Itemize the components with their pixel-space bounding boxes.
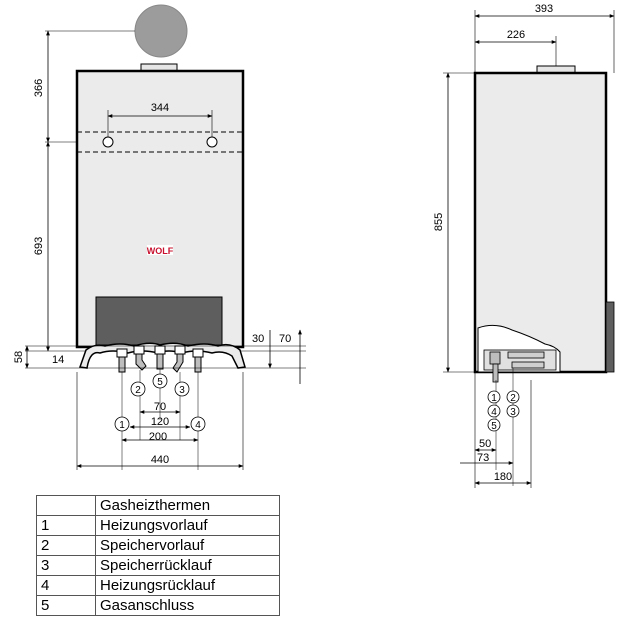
front-marker-3: 3	[174, 381, 190, 397]
legend-label: Heizungsvorlauf	[95, 515, 280, 536]
legend-number: 2	[36, 535, 96, 556]
svg-text:3: 3	[179, 385, 185, 396]
svg-text:4: 4	[195, 420, 201, 431]
mounting-hole-right	[206, 136, 218, 148]
legend-row: 3 Speicherrücklauf	[36, 555, 280, 576]
legend-label: Speichervorlauf	[95, 535, 280, 556]
svg-text:2: 2	[135, 385, 141, 396]
dim-right-30: 30	[252, 333, 264, 345]
legend-label: Gasanschluss	[95, 595, 280, 616]
flue-pipe-front	[134, 4, 188, 58]
side-marker-5: 5	[487, 418, 501, 432]
legend-number: 3	[36, 555, 96, 576]
wolf-logo: WOLF	[147, 246, 174, 256]
svg-text:1: 1	[491, 393, 497, 404]
dim-73: 73	[477, 452, 489, 464]
legend-label: Speicherrücklauf	[95, 555, 280, 576]
legend-row: 4 Heizungsrücklauf	[36, 575, 280, 596]
dim-conn-70: 70	[154, 401, 166, 413]
wall-plate	[605, 301, 615, 373]
side-marker-3: 3	[506, 404, 520, 418]
mounting-hole-left	[102, 136, 114, 148]
side-marker-4: 4	[487, 404, 501, 418]
dim-conn-120: 120	[151, 416, 169, 428]
legend-number: 5	[36, 595, 96, 616]
control-panel	[95, 296, 223, 346]
legend-header-blank	[36, 495, 96, 516]
svg-text:2: 2	[510, 393, 516, 404]
side-view: 1 4 5 2 3 393 226 855	[433, 3, 615, 488]
front-marker-4: 4	[190, 416, 206, 432]
side-marker-1: 1	[487, 390, 501, 404]
front-marker-5: 5	[152, 373, 168, 389]
front-marker-1: 1	[114, 416, 130, 432]
dim-bottom-small: 14	[52, 354, 64, 366]
connection-pipes	[116, 345, 204, 373]
dim-flue: 226	[507, 29, 525, 41]
legend-number: 1	[36, 515, 96, 536]
front-view: 344 WOLF	[13, 4, 306, 470]
logo-badge	[147, 245, 173, 255]
hydraulic-block	[483, 349, 557, 383]
dim-50: 50	[479, 438, 491, 450]
front-marker-2: 2	[130, 381, 146, 397]
dim-height: 855	[433, 213, 445, 231]
svg-text:5: 5	[491, 421, 497, 432]
legend-header: Gasheizthermen	[95, 495, 280, 516]
legend-number: 4	[36, 575, 96, 596]
dim-top-clearance: 366	[33, 79, 45, 97]
dim-width: 440	[151, 454, 169, 466]
dim-180: 180	[494, 471, 512, 483]
legend-header-row: Gasheizthermen	[36, 495, 280, 516]
dim-conn-200: 200	[149, 431, 167, 443]
legend-label: Heizungsrücklauf	[95, 575, 280, 596]
dim-depth: 393	[535, 3, 553, 15]
legend-row: 5 Gasanschluss	[36, 595, 280, 616]
dim-bottom-offset: 58	[13, 351, 25, 363]
svg-text:3: 3	[510, 407, 516, 418]
legend-row: 1 Heizungsvorlauf	[36, 515, 280, 536]
dim-mount-spacing: 344	[151, 102, 169, 114]
legend-row: 2 Speichervorlauf	[36, 535, 280, 556]
dim-mount-height: 693	[33, 237, 45, 255]
svg-text:5: 5	[157, 377, 163, 388]
legend-table: Gasheizthermen 1 Heizungsvorlauf 2 Speic…	[36, 495, 280, 616]
svg-text:1: 1	[119, 420, 125, 431]
dim-right-70: 70	[279, 333, 291, 345]
technical-drawing: 344 WOLF	[13, 3, 615, 488]
svg-text:4: 4	[491, 407, 497, 418]
side-marker-2: 2	[506, 390, 520, 404]
